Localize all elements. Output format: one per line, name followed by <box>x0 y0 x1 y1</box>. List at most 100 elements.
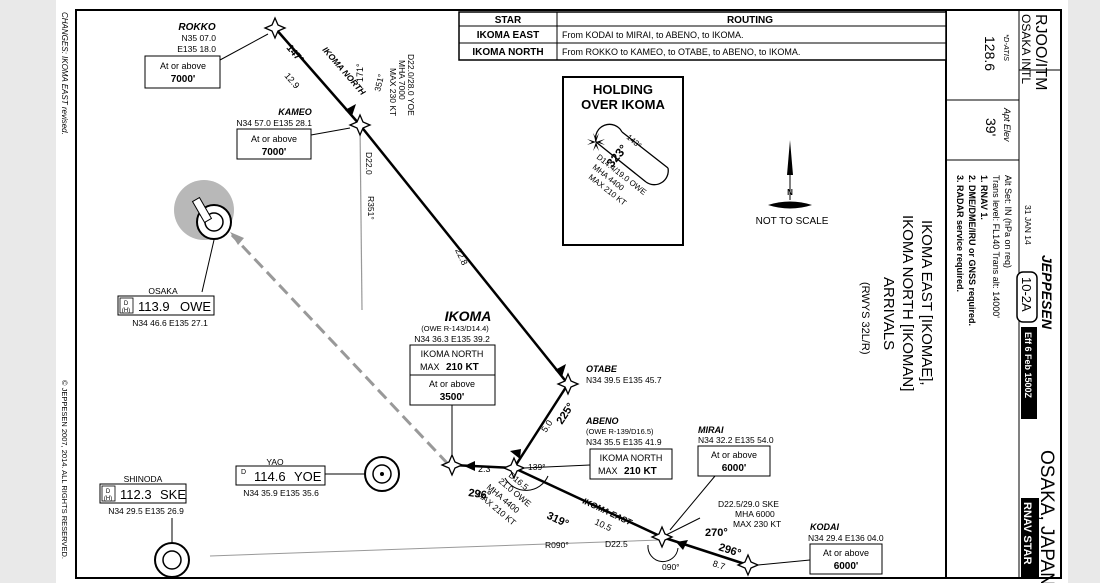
shinoda-coord: N34 29.5 E135 26.9 <box>108 506 184 516</box>
trans-level: Trans level: FL140 Trans alt: 14000' <box>991 175 1001 318</box>
kodai-coord: N34 29.4 E136 04.0 <box>808 533 884 543</box>
atis-label: *D-ATIS <box>1002 34 1011 61</box>
kameo-alt-value: 7000' <box>262 147 287 158</box>
osaka-name: OSAKA <box>148 286 178 296</box>
chart-date: 31 JAN 14 <box>1023 205 1033 245</box>
osaka-vor-symbol <box>174 180 234 293</box>
kodai-alt-box <box>809 543 883 575</box>
abeno-turn-arc <box>504 475 549 491</box>
kameo-dme-2: MHA 7000 <box>397 60 407 100</box>
shinoda-ident: SKE <box>160 487 186 502</box>
rokko-alt-connector <box>219 33 269 61</box>
yao-type: D <box>241 469 246 476</box>
leg-kameo-otabe <box>359 124 569 385</box>
effective-box <box>1021 327 1037 419</box>
title-2: IKOMA NORTH [IKOMAN] <box>899 215 916 391</box>
city: OSAKA, JAPAN <box>1036 450 1057 583</box>
ikoma-coord: N34 36.3 E135 39.2 <box>414 334 490 344</box>
mirai-alt-box <box>697 445 771 477</box>
kodai-alt-connector <box>757 559 811 566</box>
table-routing-1: From KODAI to MIRAI, to ABENO, to IKOMA. <box>562 30 744 40</box>
chart-type-box <box>1021 498 1039 578</box>
airport-code: RJOO/ITM <box>1032 14 1049 90</box>
title-1: IKOMA EAST [IKOMAE], <box>918 220 935 386</box>
chart-no-box <box>1016 271 1038 323</box>
ikoma-fix-symbol <box>440 453 464 477</box>
holding-title-2: OVER IKOMA <box>581 97 665 112</box>
r090-radial <box>209 539 661 557</box>
osaka-box <box>117 295 215 316</box>
table-header-star: STAR <box>495 15 522 26</box>
table-routing-2: From ROKKO to KAMEO, to OTABE, to ABENO,… <box>562 47 800 57</box>
mirai-alt-label: At or above <box>711 450 757 460</box>
leg-kodai-mirai <box>661 535 749 567</box>
osaka-dashed-radial <box>230 233 450 466</box>
rokko-lon: E135 18.0 <box>177 44 216 54</box>
kameo-d22: D22.0 <box>364 152 374 175</box>
ikoma-alt-label: At or above <box>429 379 475 389</box>
mirai-turn-arc <box>647 544 679 563</box>
leg-otabe-abeno <box>512 383 570 469</box>
rokko-lat: N35 07.0 <box>182 33 217 43</box>
kameo-dme-3: MAX 230 KT <box>388 68 398 116</box>
shinoda-type-d: D <box>106 489 111 495</box>
kodai-fix-symbol <box>736 553 760 577</box>
atis-freq: 128.6 <box>982 36 998 71</box>
holding-turn-top <box>594 123 623 143</box>
ikoma-ref: (OWE R-143/D14.4) <box>421 324 489 333</box>
abeno-coord: N34 35.5 E135 41.9 <box>586 437 662 447</box>
rokko-alt-value: 7000' <box>171 74 196 85</box>
arrow-osaka <box>230 232 244 245</box>
table-header-routing: ROUTING <box>727 15 773 26</box>
kameo-radial-line <box>359 124 363 311</box>
shinoda-name: SHINODA <box>124 474 163 484</box>
kodai-name: KODAI <box>810 522 839 532</box>
ikoma-alt-value: 3500' <box>440 392 465 403</box>
effective-date: Eff 6 Feb 1500Z <box>1023 332 1033 399</box>
yao-box <box>235 465 326 486</box>
mirai-name: MIRAI <box>698 425 724 435</box>
otabe-coord: N34 39.5 E135 45.7 <box>586 375 662 385</box>
yao-name: YAO <box>266 457 284 467</box>
leg-23-dist: 2.3 <box>478 464 491 474</box>
osaka-type-d: D <box>124 301 129 307</box>
rokko-name: ROKKO <box>178 22 215 33</box>
mirai-090: 090° <box>662 562 680 572</box>
kodai-alt-value: 6000' <box>834 561 859 572</box>
note-3: 3. RADAR service required. <box>955 175 965 292</box>
shinoda-freq: 112.3 <box>120 487 152 502</box>
abeno-name: ABENO <box>585 416 619 426</box>
mirai-coord: N34 32.2 E135 54.0 <box>698 435 774 445</box>
yao-vor-symbol <box>325 456 400 492</box>
leg-87-dist: 8.7 <box>711 558 726 571</box>
yao-freq: 114.6 <box>254 469 286 484</box>
elev-label: Apt Elev <box>1002 107 1012 142</box>
chart-type: RNAV STAR <box>1021 502 1033 565</box>
kameo-name: KAMEO <box>278 107 312 117</box>
holding-turn-bottom <box>645 167 669 186</box>
yao-coord: N34 35.9 E135 35.6 <box>243 488 319 498</box>
mirai-dme-3: MAX 230 KT <box>733 519 781 529</box>
leg-296-course: 296° <box>468 487 492 502</box>
table-star-2: IKOMA NORTH <box>472 47 543 58</box>
mirai-fix-symbol <box>650 525 674 549</box>
table-star-1: IKOMA EAST <box>477 30 539 41</box>
kameo-alt-connector <box>310 127 351 136</box>
kameo-coord: N34 57.0 E135 28.1 <box>236 118 312 128</box>
header-frame <box>945 9 1062 579</box>
shinoda-dh-box <box>101 485 116 502</box>
mirai-alt-connector <box>669 475 716 531</box>
kameo-dme-1: D22.0/28.0 YOE <box>406 54 416 116</box>
brand: JEPPESEN <box>1039 255 1055 330</box>
north-letter: N <box>787 188 793 197</box>
rokko-fix-symbol <box>263 16 287 40</box>
leg-rokko-kameo <box>274 27 361 126</box>
kameo-r351: R351° <box>366 196 376 220</box>
not-to-scale: NOT TO SCALE <box>756 216 829 227</box>
kodai-alt-label: At or above <box>823 548 869 558</box>
mirai-270: 270° <box>705 527 728 539</box>
holding-pattern <box>595 131 669 183</box>
holding-title-1: HOLDING <box>593 82 653 97</box>
arrow-kameo <box>345 104 356 116</box>
